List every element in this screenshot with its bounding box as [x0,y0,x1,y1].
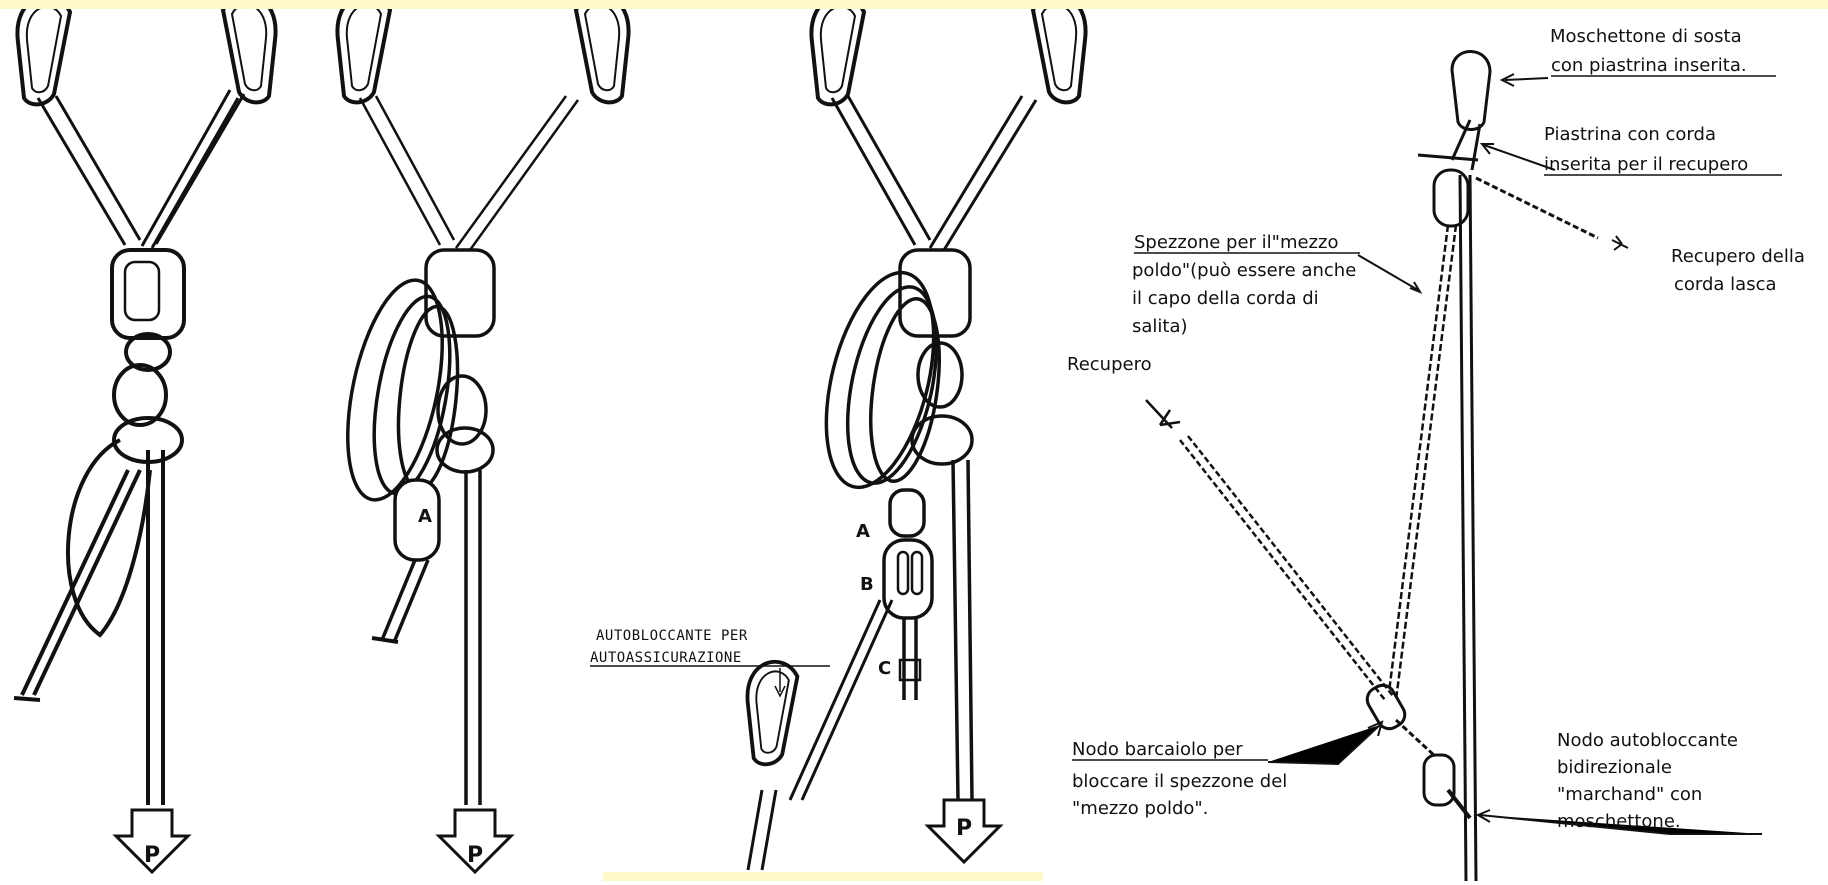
svg-text:"marchand" con: "marchand" con [1557,784,1702,805]
carabiner-icon [17,0,70,104]
svg-text:Piastrina con corda: Piastrina con corda [1544,124,1716,145]
label-moschettone: Moschettone di sosta con piastrina inser… [1550,26,1776,76]
svg-text:bloccare il spezzone del: bloccare il spezzone del [1072,771,1287,792]
svg-text:salita): salita) [1132,316,1188,337]
point-label-c: C [878,658,891,679]
svg-text:il capo della corda di: il capo della corda di [1132,288,1319,309]
figure-1: P [14,0,276,872]
label-spezzone: Spezzone per il"mezzo poldo"(può essere … [1132,232,1360,337]
svg-text:"mezzo poldo".: "mezzo poldo". [1072,798,1208,819]
carabiner-icon [811,0,864,104]
label-nodo-autobloccante: Nodo autobloccante bidirezionale "marcha… [1557,730,1738,832]
svg-text:corda lasca: corda lasca [1674,274,1777,295]
label-nodo-barcaiolo: Nodo barcaiolo per bloccare il spezzone … [1072,739,1287,819]
svg-text:Moschettone di sosta: Moschettone di sosta [1550,26,1742,47]
figure-3: A B C P AUTOBLOCCANTE PER AUTOASSICURAZI… [590,0,1086,870]
svg-text:Recupero della: Recupero della [1671,246,1805,267]
carabiner-icon [747,662,797,764]
label-piastrina: Piastrina con corda inserita per il recu… [1544,124,1782,175]
svg-text:Spezzone per il"mezzo: Spezzone per il"mezzo [1134,232,1338,253]
carabiner-icon [337,0,390,102]
label-recupero: Recupero [1067,354,1152,375]
label-autobloccante-2: AUTOASSICURAZIONE [590,650,742,666]
label-recupero-lasca: Recupero della corda lasca [1671,246,1805,295]
point-label-b: B [860,574,874,595]
down-arrow-icon: P [439,810,511,872]
svg-text:bidirezionale: bidirezionale [1557,757,1672,778]
carabiner-icon [223,0,276,102]
down-arrow-icon: P [116,810,188,872]
point-label-a: A [418,506,432,527]
arrow-label: P [956,816,972,841]
point-label-a: A [856,521,870,542]
label-autobloccante-1: AUTOBLOCCANTE PER [596,628,748,644]
top-highlight-band [0,0,1828,9]
svg-text:Nodo autobloccante: Nodo autobloccante [1557,730,1738,751]
carabiner-icon [1033,0,1086,102]
carabiner-icon [576,0,629,102]
svg-text:Nodo barcaiolo per: Nodo barcaiolo per [1072,739,1243,760]
svg-text:inserita per il recupero: inserita per il recupero [1544,154,1748,175]
figure-2: A P [331,0,629,872]
arrow-label: P [467,843,483,868]
arrow-label: P [144,843,160,868]
svg-text:poldo"(può essere anche: poldo"(può essere anche [1132,260,1356,281]
down-arrow-icon: P [928,800,1000,862]
svg-text:moschettone.: moschettone. [1557,811,1681,832]
bottom-highlight-band [603,872,1043,881]
svg-text:con piastrina inserita.: con piastrina inserita. [1551,55,1747,76]
